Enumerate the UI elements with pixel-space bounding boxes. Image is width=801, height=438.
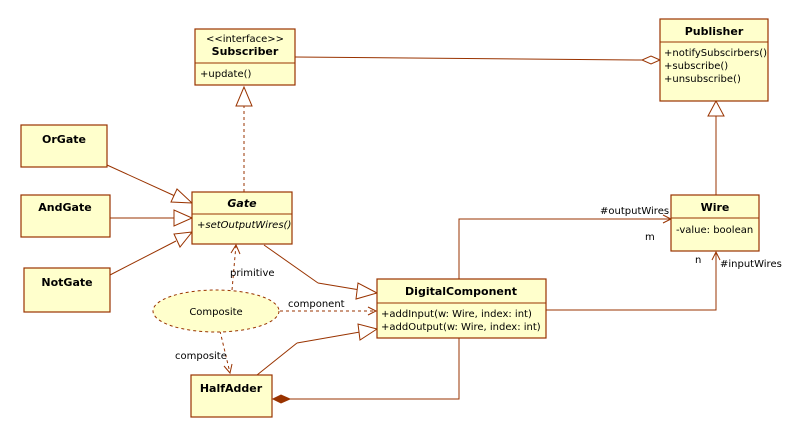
- class-publisher[interactable]: Publisher +notifySubscirbers() +subscrib…: [659, 18, 769, 102]
- open-arrow-icon: [230, 243, 241, 255]
- composite-halfadder-dependency: [219, 330, 231, 374]
- composite-name: Composite: [189, 307, 242, 318]
- wire-name: Wire: [701, 201, 730, 214]
- digitalcomponent-operation: +addOutput(w: Wire, index: int): [381, 322, 541, 333]
- multiplicity-n-label: n: [695, 255, 701, 266]
- open-arrow-icon: [223, 363, 233, 375]
- subscriber-publisher-association: [294, 56, 643, 61]
- aggregation-diamond-icon: [640, 55, 662, 65]
- composition-diamond-icon: [271, 394, 292, 404]
- digitalcomponent-name: DigitalComponent: [405, 285, 517, 298]
- class-halfadder[interactable]: HalfAdder: [190, 374, 273, 418]
- inputwires-association: [546, 252, 717, 311]
- subscriber-name: Subscriber: [212, 45, 279, 58]
- generalization-arrow-icon: [707, 99, 725, 117]
- class-composite[interactable]: Composite: [152, 289, 280, 333]
- generalization-arrow-icon: [357, 323, 379, 341]
- multiplicity-m-label: m: [645, 232, 655, 243]
- open-arrow-icon: [711, 250, 721, 261]
- publisher-operation: +notifySubscirbers(): [664, 48, 767, 59]
- composite-label: composite: [175, 351, 227, 362]
- gate-digitalcomponent-generalization: [263, 244, 319, 284]
- halfadder-digitalcomponent-generalization: [256, 342, 298, 376]
- generalization-arrow-icon: [355, 282, 379, 300]
- class-wire[interactable]: Wire -value: boolean: [670, 194, 760, 252]
- class-digitalcomponent[interactable]: DigitalComponent +addInput(w: Wire, inde…: [376, 278, 547, 339]
- class-notgate[interactable]: NotGate: [23, 267, 111, 313]
- primitive-label: primitive: [230, 268, 275, 279]
- generalization-arrow-icon: [173, 231, 194, 248]
- digitalcomponent-operation: +addInput(w: Wire, index: int): [381, 309, 532, 320]
- class-andgate[interactable]: AndGate: [20, 194, 111, 238]
- outputwires-association: [458, 218, 671, 279]
- class-orgate[interactable]: OrGate: [20, 124, 108, 168]
- class-subscriber[interactable]: <<interface>> Subscriber +update(): [194, 28, 296, 86]
- notgate-name: NotGate: [41, 276, 92, 289]
- generalization-arrow-icon: [173, 209, 194, 227]
- halfadder-digitalcomponent-generalization-tail: [296, 331, 361, 344]
- subscriber-operation: +update(): [200, 69, 252, 80]
- gate-digitalcomponent-generalization-tail: [317, 282, 361, 291]
- publisher-operation: +subscribe(): [664, 61, 728, 72]
- output-wires-label: #outputWires: [600, 206, 669, 217]
- publisher-operation: +unsubscribe(): [664, 74, 741, 85]
- halfadder-composition: [290, 338, 460, 400]
- notgate-gate-generalization: [109, 240, 177, 276]
- publisher-name: Publisher: [685, 25, 744, 38]
- gate-name: Gate: [227, 197, 257, 210]
- open-arrow-icon: [367, 306, 378, 316]
- composite-gate-dependency: [231, 244, 237, 291]
- orgate-name: OrGate: [42, 133, 86, 146]
- gate-operation: +setOutputWires(): [197, 220, 291, 231]
- subscriber-stereotype: <<interface>>: [206, 34, 284, 45]
- halfadder-name: HalfAdder: [200, 382, 263, 395]
- orgate-gate-generalization: [106, 164, 176, 197]
- wire-attribute: -value: boolean: [676, 225, 753, 236]
- generalization-arrow-icon: [170, 188, 194, 204]
- input-wires-label: #inputWires: [720, 259, 782, 270]
- component-label: component: [288, 299, 345, 310]
- class-gate[interactable]: Gate +setOutputWires(): [191, 191, 293, 245]
- realization-arrow-icon: [235, 85, 253, 107]
- andgate-name: AndGate: [38, 201, 91, 214]
